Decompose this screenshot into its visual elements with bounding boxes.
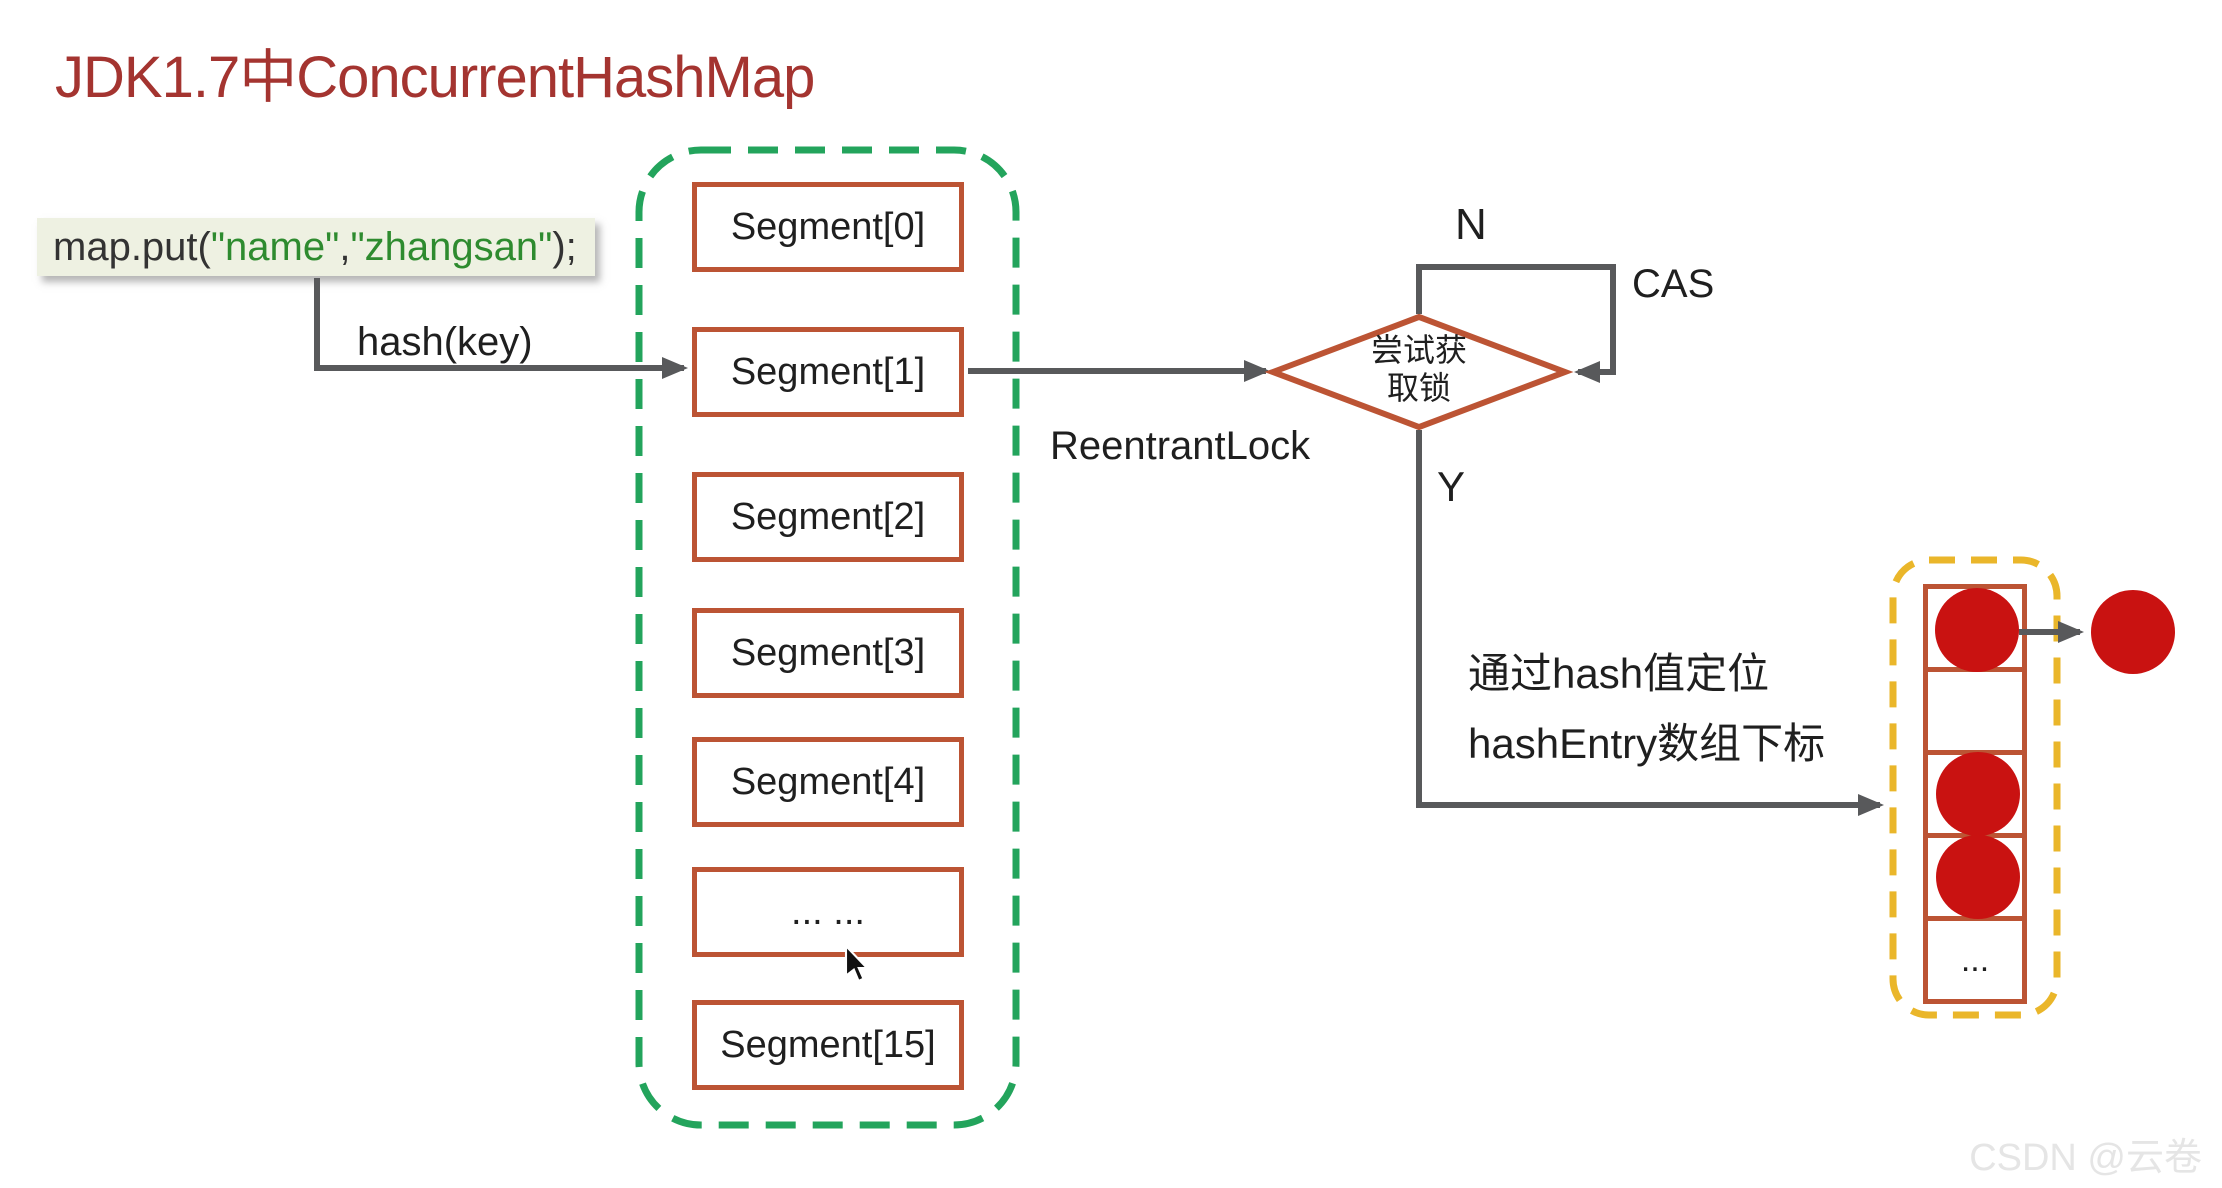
code-part: , [339, 224, 351, 269]
locate-annotation-line1: 通过hash值定位 [1468, 650, 1770, 697]
code-snippet-box: map.put("name","zhangsan"); [37, 218, 595, 276]
segment-box-4: Segment[4] [692, 737, 964, 827]
segment-box-ellipsis: ... ... [692, 867, 964, 957]
segment-box-2: Segment[2] [692, 472, 964, 562]
hash-entry-node [1936, 835, 2020, 919]
cell-label: ... [1960, 940, 1990, 979]
segment-box-0: Segment[0] [692, 182, 964, 272]
branch-no-label: N [1455, 200, 1487, 249]
hash-key-label: hash(key) [357, 320, 533, 364]
decision-label: 尝试获 取锁 [1339, 331, 1499, 407]
hash-entry-node [1936, 752, 2020, 836]
code-part-string: "name" [210, 224, 340, 269]
hash-entry-node [1935, 588, 2019, 672]
segment-box-3: Segment[3] [692, 608, 964, 698]
page-title: JDK1.7中ConcurrentHashMap [55, 45, 815, 110]
cas-label: CAS [1632, 262, 1715, 306]
segment-box-1: Segment[1] [692, 327, 964, 417]
code-part-string: "zhangsan" [350, 224, 553, 269]
reentrantlock-label: ReentrantLock [1050, 424, 1311, 468]
hashentry-cell-4: ... [1923, 916, 2027, 1004]
code-part: ); [552, 224, 577, 269]
linked-entry-node [2091, 590, 2175, 674]
locate-annotation-line2: hashEntry数组下标 [1468, 720, 1826, 767]
segment-box-15: Segment[15] [692, 1000, 964, 1090]
hashentry-cell-1 [1923, 667, 2027, 755]
branch-yes-label: Y [1437, 463, 1466, 510]
decision-label-line2: 取锁 [1386, 370, 1451, 406]
code-part: map.put( [53, 224, 211, 269]
watermark: CSDN @云卷 [1969, 1137, 2202, 1179]
decision-label-line1: 尝试获 [1370, 332, 1467, 368]
